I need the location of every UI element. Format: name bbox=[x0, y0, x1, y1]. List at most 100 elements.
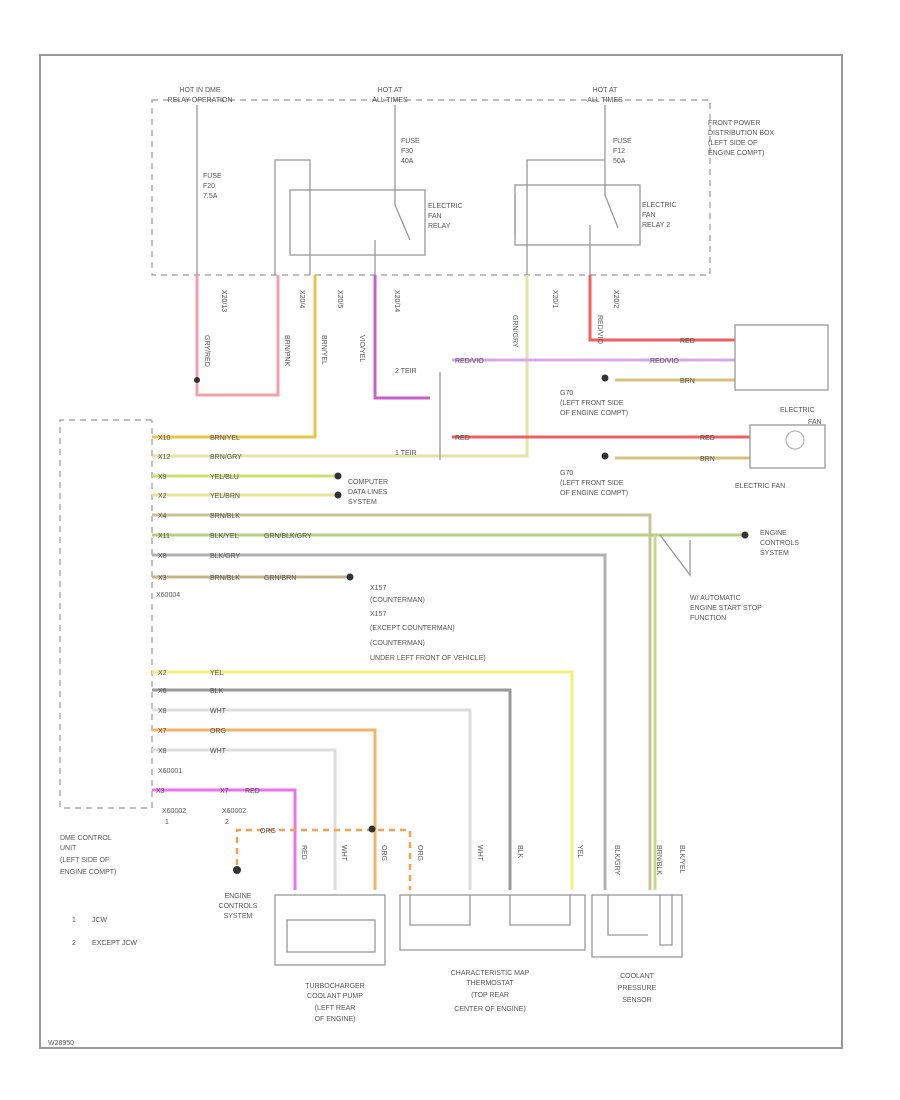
pin-label: X8 bbox=[158, 748, 167, 755]
svg-text:FUSE: FUSE bbox=[203, 173, 222, 180]
wire-label: BLK bbox=[210, 688, 224, 695]
svg-text:ENGINE COMPT): ENGINE COMPT) bbox=[708, 150, 764, 157]
dme-wire bbox=[152, 688, 512, 890]
svg-text:ELECTRIC: ELECTRIC bbox=[780, 407, 815, 414]
svg-text:RED: RED bbox=[680, 338, 695, 345]
svg-text:EXCEPT JCW: EXCEPT JCW bbox=[92, 940, 137, 947]
svg-text:G70: G70 bbox=[560, 470, 573, 477]
svg-text:(EXCEPT COUNTERMAN): (EXCEPT COUNTERMAN) bbox=[370, 625, 455, 632]
svg-text:ENGINE COMPT): ENGINE COMPT) bbox=[60, 869, 116, 876]
svg-text:ALL TIMES: ALL TIMES bbox=[587, 97, 623, 104]
svg-text:BRN: BRN bbox=[700, 456, 715, 463]
wire-label: WHT bbox=[340, 845, 347, 862]
wire-label: YEL bbox=[210, 670, 223, 677]
characteristic-map-thermostat bbox=[399, 894, 586, 951]
connector-dot bbox=[741, 531, 749, 539]
svg-text:RELAY: RELAY bbox=[428, 223, 451, 230]
svg-text:BRN/YEL: BRN/YEL bbox=[320, 335, 327, 365]
svg-text:F30: F30 bbox=[401, 148, 413, 155]
svg-text:HOT AT: HOT AT bbox=[378, 87, 403, 94]
svg-text:FAN: FAN bbox=[428, 213, 442, 220]
wire-label: BLK bbox=[516, 845, 523, 859]
svg-text:RED/VIO: RED/VIO bbox=[596, 315, 603, 344]
pin-label: X7 bbox=[158, 728, 167, 735]
pin-label: X6 bbox=[158, 688, 167, 695]
svg-text:X60002: X60002 bbox=[162, 808, 186, 815]
svg-text:FRONT POWER: FRONT POWER bbox=[708, 120, 760, 127]
pin-label: X11 bbox=[158, 533, 170, 540]
svg-text:GRY/RED: GRY/RED bbox=[203, 335, 210, 367]
svg-text:UNIT: UNIT bbox=[60, 845, 77, 852]
svg-text:SYSTEM: SYSTEM bbox=[348, 499, 377, 506]
svg-text:(LEFT FRONT SIDE: (LEFT FRONT SIDE bbox=[560, 400, 624, 407]
wire-label: BLK/GRY bbox=[613, 845, 620, 876]
svg-text:COOLANT: COOLANT bbox=[620, 973, 655, 980]
footer-id: W28950 bbox=[48, 1040, 74, 1047]
wire-label: YEL/BRN bbox=[210, 493, 240, 500]
svg-text:BRN: BRN bbox=[680, 378, 695, 385]
coolant-pressure-sensor bbox=[591, 894, 683, 958]
svg-text:THERMOSTAT: THERMOSTAT bbox=[466, 980, 514, 987]
wire-label: ORG bbox=[416, 845, 423, 861]
svg-text:ELECTRIC FAN: ELECTRIC FAN bbox=[735, 483, 785, 490]
svg-text:OF ENGINE COMPT): OF ENGINE COMPT) bbox=[560, 410, 628, 417]
svg-text:X20/14: X20/14 bbox=[393, 290, 400, 312]
power-distribution-box bbox=[151, 99, 711, 276]
wire-label: BLK/YEL bbox=[210, 533, 239, 540]
svg-text:ENGINE START STOP: ENGINE START STOP bbox=[690, 605, 762, 612]
wire-label: YEL bbox=[576, 845, 583, 858]
fan-motor bbox=[734, 324, 829, 391]
svg-text:FUSE: FUSE bbox=[613, 138, 632, 145]
svg-text:(LEFT SIDE OF: (LEFT SIDE OF bbox=[60, 857, 109, 864]
svg-text:FAN: FAN bbox=[642, 212, 656, 219]
svg-text:F20: F20 bbox=[203, 183, 215, 190]
connector-dot bbox=[334, 472, 342, 480]
svg-text:PRESSURE: PRESSURE bbox=[618, 985, 657, 992]
svg-text:(LEFT FRONT SIDE: (LEFT FRONT SIDE bbox=[560, 480, 624, 487]
dme-wire bbox=[152, 553, 607, 890]
svg-text:BRN/PNK: BRN/PNK bbox=[283, 335, 290, 366]
dme-wire bbox=[152, 670, 574, 890]
dme-wire bbox=[152, 748, 337, 890]
pin-label: X8 bbox=[158, 708, 167, 715]
splice-wire-label: GRN/BRN bbox=[264, 575, 296, 582]
turbocharger-coolant-pump bbox=[274, 894, 386, 966]
svg-text:F12: F12 bbox=[613, 148, 625, 155]
pin-label: X2 bbox=[158, 493, 167, 500]
wire-label: BRN/BLK bbox=[210, 513, 240, 520]
svg-text:ENGINE: ENGINE bbox=[225, 893, 252, 900]
svg-text:RELAY OPERATION: RELAY OPERATION bbox=[168, 97, 233, 104]
svg-text:COOLANT PUMP: COOLANT PUMP bbox=[307, 993, 363, 1000]
svg-text:X60001: X60001 bbox=[158, 768, 182, 775]
svg-text:FUNCTION: FUNCTION bbox=[690, 615, 726, 622]
svg-text:SENSOR: SENSOR bbox=[622, 997, 652, 1004]
wire-label: BRN/GRY bbox=[210, 454, 242, 461]
wire-label: BRN/YEL bbox=[210, 435, 240, 442]
svg-text:SYSTEM: SYSTEM bbox=[224, 913, 253, 920]
svg-text:CENTER OF ENGINE): CENTER OF ENGINE) bbox=[454, 1006, 526, 1013]
svg-text:(COUNTERMAN): (COUNTERMAN) bbox=[370, 640, 425, 647]
svg-text:FAN: FAN bbox=[808, 419, 822, 426]
dme-label: DME CONTROL UNIT (LEFT SIDE OF ENGINE COMPT… bbox=[60, 835, 116, 876]
svg-text:FUSE: FUSE bbox=[401, 138, 420, 145]
wire-label: ORG bbox=[380, 845, 387, 861]
wire-label: YEL/BLU bbox=[210, 474, 239, 481]
svg-text:VIO/YEL: VIO/YEL bbox=[358, 335, 365, 362]
svg-text:DME CONTROL: DME CONTROL bbox=[60, 835, 112, 842]
svg-text:X20/13: X20/13 bbox=[220, 290, 227, 312]
svg-text:RELAY 2: RELAY 2 bbox=[642, 222, 670, 229]
svg-text:(TOP REAR: (TOP REAR bbox=[471, 992, 509, 999]
wire-label: BLK/GRY bbox=[210, 553, 241, 560]
pin-label: X10 bbox=[158, 435, 171, 442]
wire-label: BRN/BLK bbox=[655, 845, 662, 875]
pin-label: X3 bbox=[158, 575, 167, 582]
